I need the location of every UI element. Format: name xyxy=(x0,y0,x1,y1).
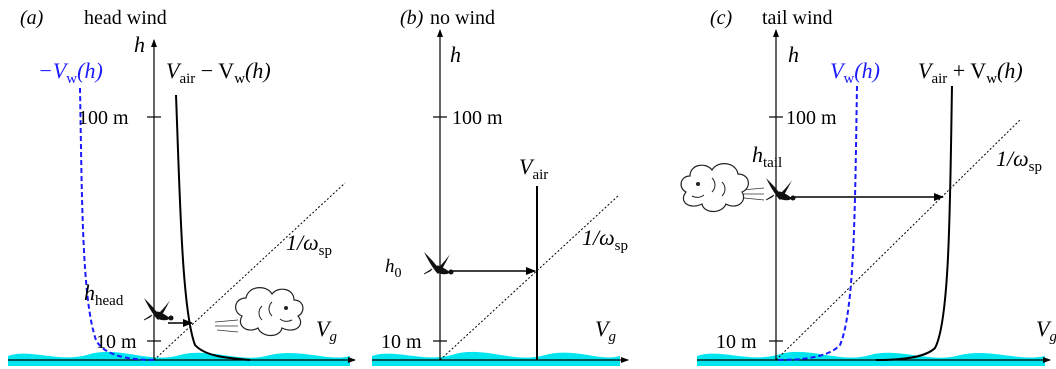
tick-10-label-b: 10 m xyxy=(381,331,422,353)
water-band-a xyxy=(8,351,350,366)
curve-black-c xyxy=(875,85,953,361)
panel-b: (b) no wind h 100 m 10 m Vg Vair 1/ωsp h… xyxy=(372,7,629,366)
slope-label-a: 1/ωsp xyxy=(286,230,332,259)
wind-cloud-icon xyxy=(680,162,765,213)
tick-100-label-c: 100 m xyxy=(786,107,837,129)
panel-c-tag: (c) xyxy=(710,7,733,29)
panel-a: (a) head wind h 100 m 10 m Vg Vair − Vw(… xyxy=(8,7,356,366)
panel-b-tag: (b) xyxy=(400,7,424,29)
slope-line-a xyxy=(153,182,346,361)
curve-black-label-a: Vair − Vw(h) xyxy=(166,58,271,87)
bird-icon xyxy=(765,177,796,201)
vg-axis-label-b: Vg xyxy=(595,316,616,345)
h-axis-label-c: h xyxy=(788,42,799,67)
vg-axis-label-c: Vg xyxy=(1036,316,1056,345)
wind-cloud-icon xyxy=(214,286,304,337)
height-label-a: hhead xyxy=(84,280,124,309)
bird-icon xyxy=(143,297,174,321)
h-axis-label-a: h xyxy=(134,32,145,57)
svg-text:(a): (a) xyxy=(20,7,44,29)
slope-label-b: 1/ωsp xyxy=(582,225,628,254)
curve-black-a xyxy=(175,94,251,361)
panel-a-tag: (a) xyxy=(20,7,44,29)
h-axis-label-b: h xyxy=(450,42,461,67)
tick-100-label-a: 100 m xyxy=(78,107,129,129)
curve-black-label-c: Vair + Vw(h) xyxy=(918,58,1023,87)
slope-line-c xyxy=(775,119,1021,361)
curve-blue-label-a: −Vw(h) xyxy=(38,58,103,87)
vg-axis-label-a: Vg xyxy=(316,316,337,345)
panel-b-title: no wind xyxy=(430,7,495,29)
height-label-c: htail xyxy=(752,142,782,171)
svg-text:(c): (c) xyxy=(710,7,733,29)
panel-c-title: tail wind xyxy=(762,7,833,29)
slope-label-c: 1/ωsp xyxy=(996,146,1042,175)
curve-blue-label-c: Vw(h) xyxy=(830,58,880,87)
tick-100-label-b: 100 m xyxy=(452,107,503,129)
water-band-b xyxy=(372,351,620,366)
curve-blue-c xyxy=(775,85,858,361)
tick-10-label-c: 10 m xyxy=(716,331,757,353)
panel-c: (c) tail wind h 100 m 10 m Vg Vair + Vw(… xyxy=(680,7,1056,366)
bird-icon xyxy=(423,251,454,275)
water-band-c xyxy=(697,351,1045,366)
slope-line-b xyxy=(439,195,619,361)
tick-10-label-a: 10 m xyxy=(96,331,137,353)
height-label-b: h0 xyxy=(385,256,402,281)
vair-label-b: Vair xyxy=(519,154,548,183)
panel-a-title: head wind xyxy=(84,7,167,29)
svg-text:(b): (b) xyxy=(400,7,424,29)
